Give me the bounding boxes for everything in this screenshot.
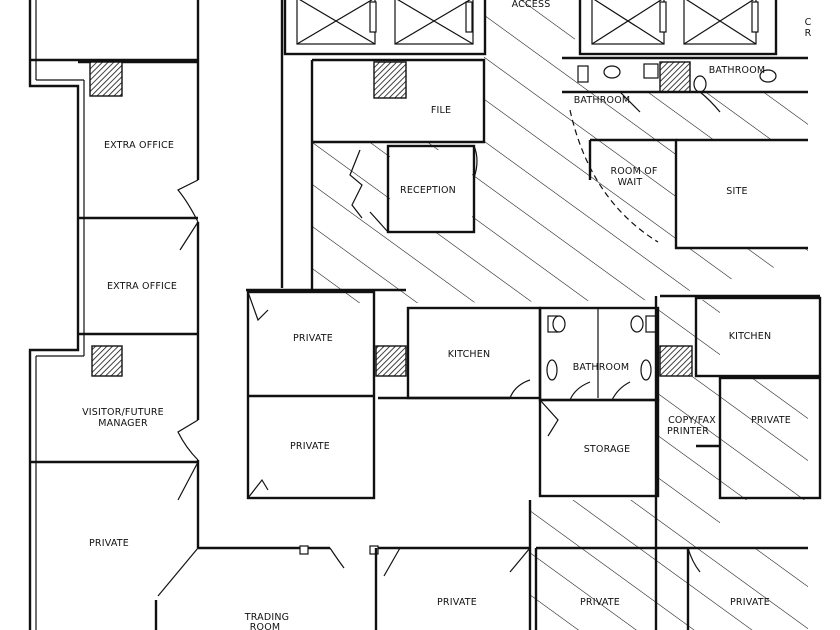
left-wing-walls — [28, 0, 200, 630]
central-walls — [246, 0, 822, 630]
label-private-bottom-1: PRIVATE — [437, 597, 477, 608]
label-trading-2: ROOM — [250, 622, 281, 630]
label-copy-fax-1: COPY/FAX — [668, 415, 716, 426]
label-trading-1: TRADING — [244, 612, 290, 623]
elevators — [283, 0, 778, 56]
lobby-hatch — [312, 0, 808, 303]
label-edge-c: C — [805, 17, 812, 28]
lower-mid-hatch — [530, 500, 656, 630]
label-bathroom-top-1: BATHROOM — [574, 95, 631, 106]
label-file: FILE — [431, 105, 451, 116]
label-private-bottom-2: PRIVATE — [580, 597, 620, 608]
label-private-right: PRIVATE — [751, 415, 791, 426]
label-visitor-2: MANAGER — [98, 418, 148, 429]
label-storage: STORAGE — [584, 444, 631, 455]
label-kitchen-right: KITCHEN — [729, 331, 772, 342]
label-edge-r: R — [805, 28, 812, 39]
bottom-walls — [154, 500, 808, 630]
label-bathroom-mid: BATHROOM — [573, 362, 630, 373]
label-room-of-2: WAIT — [618, 177, 643, 188]
label-site: SITE — [726, 186, 747, 197]
label-reception: RECEPTION — [400, 185, 456, 196]
room-labels: ACCESS FILE RECEPTION BATHROOM BATHROOM … — [82, 0, 811, 630]
label-copy-fax-2: PRINTER — [667, 426, 709, 437]
label-extra-office-2: EXTRA OFFICE — [107, 281, 177, 292]
label-private-left: PRIVATE — [89, 538, 129, 549]
label-bathroom-top-2: BATHROOM — [709, 65, 766, 76]
label-extra-office-1: EXTRA OFFICE — [104, 140, 174, 151]
label-kitchen-mid: KITCHEN — [448, 349, 491, 360]
label-private-mid-top: PRIVATE — [293, 333, 333, 344]
label-room-of-1: ROOM OF — [610, 166, 657, 177]
reception-white — [390, 150, 472, 232]
label-private-bottom-3: PRIVATE — [730, 597, 770, 608]
label-private-mid-bottom: PRIVATE — [290, 441, 330, 452]
label-access: ACCESS — [512, 0, 551, 10]
upper-right-walls — [562, 56, 808, 250]
label-visitor-1: VISITOR/FUTURE — [82, 407, 164, 418]
